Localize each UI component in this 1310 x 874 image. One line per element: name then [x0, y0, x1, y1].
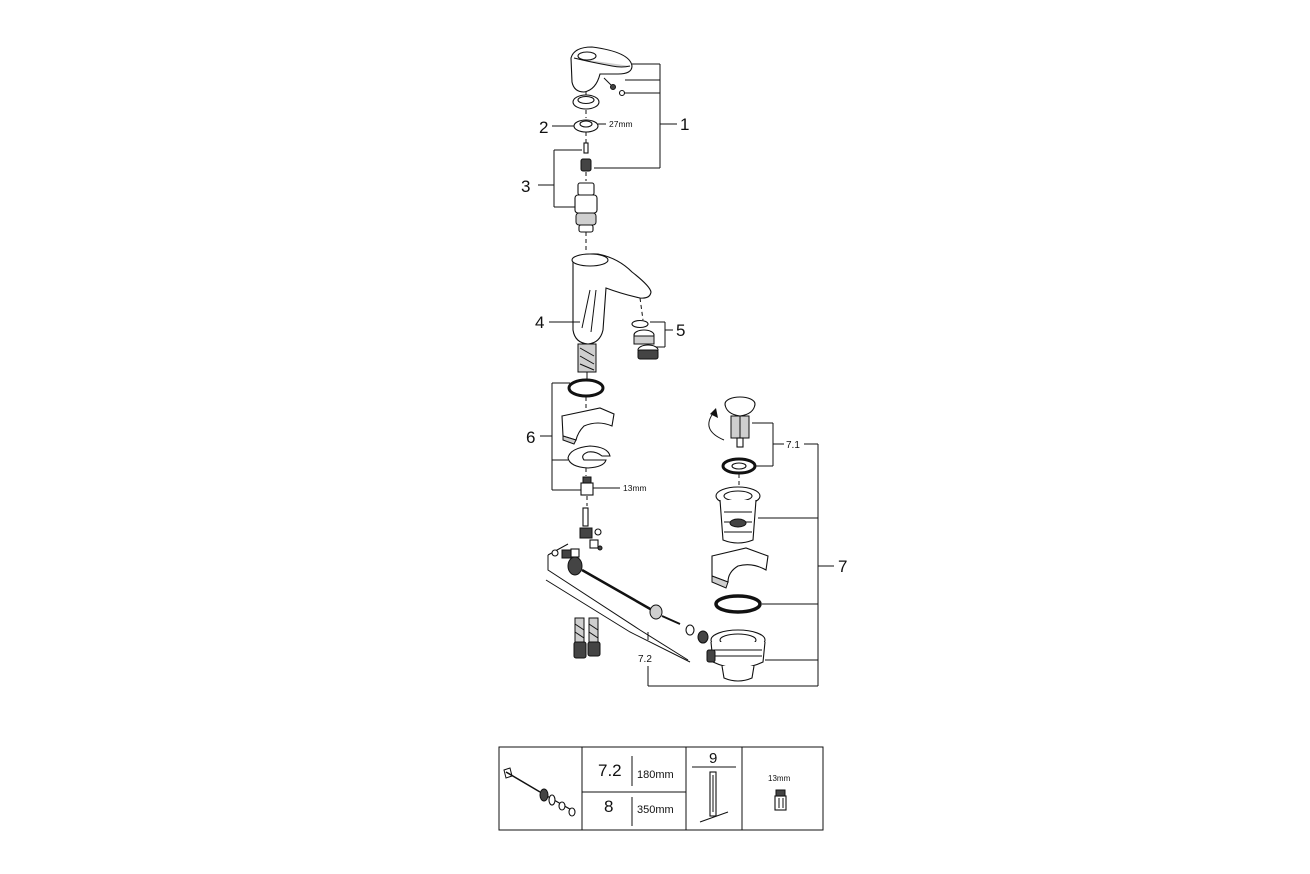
pop-up-plug	[708, 396, 756, 448]
supply-hoses	[573, 617, 601, 659]
waste-o-ring	[714, 594, 762, 614]
tool-key-thumbnail	[699, 771, 729, 823]
lift-rod	[579, 507, 603, 551]
callout-7: 7	[838, 557, 847, 576]
faucet-body	[571, 253, 652, 345]
callout-5: 5	[676, 321, 685, 340]
plug-seal	[721, 457, 757, 475]
callout-6: 6	[526, 428, 535, 447]
fixing-plate	[561, 407, 615, 445]
pop-up-rod-thumbnail	[503, 767, 576, 817]
callout-2-size: 27mm	[609, 119, 633, 129]
wrench-size-label: 13mm	[768, 774, 791, 783]
threaded-rod-nut	[580, 476, 594, 496]
cartridge-nut	[573, 119, 599, 133]
table-row-2-ref: 8	[604, 797, 613, 816]
o-ring-seal	[567, 378, 605, 398]
callout-7-1: 7.1	[786, 440, 800, 451]
callout-6-size: 13mm	[623, 483, 647, 493]
fixing-washer	[567, 445, 611, 469]
callout-7-2: 7.2	[638, 654, 652, 665]
tool-ref-label: 9	[709, 750, 717, 767]
hex-nut-thumbnail	[774, 789, 787, 811]
waste-body	[706, 629, 766, 682]
pivot-rod-assembly	[547, 543, 709, 661]
cartridge-screw	[580, 142, 592, 172]
callout-1: 1	[680, 115, 689, 134]
leader-lines	[538, 63, 834, 687]
callout-3: 3	[521, 177, 530, 196]
table-row-1-length: 180mm	[637, 769, 674, 781]
table-row-1-ref: 7.2	[598, 761, 622, 780]
flex-hose-stub	[577, 343, 597, 380]
cartridge	[574, 182, 598, 233]
aerator-parts	[631, 319, 659, 360]
callout-2: 2	[539, 118, 548, 137]
table-row-2-length: 350mm	[637, 804, 674, 816]
waste-gasket	[711, 547, 769, 589]
callout-4: 4	[535, 313, 544, 332]
handle-screw	[603, 77, 626, 97]
waste-flange	[715, 486, 761, 544]
handle-ring	[572, 94, 600, 110]
parts-table: 7.2 180mm 8 350mm 9 13mm	[498, 746, 824, 831]
lever-handle	[570, 46, 633, 93]
